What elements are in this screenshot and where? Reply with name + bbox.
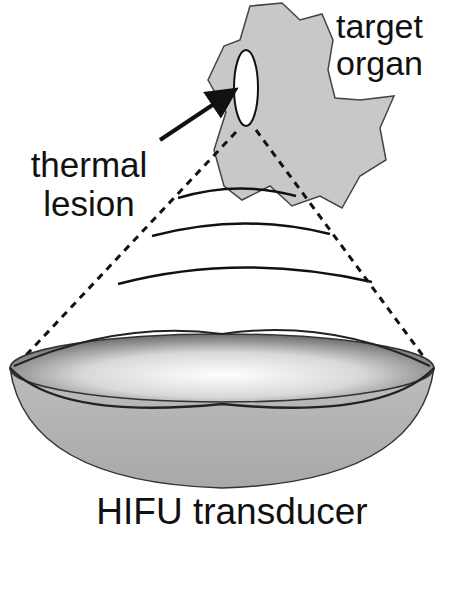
transducer-edge bbox=[14, 330, 430, 366]
leader-arrow bbox=[160, 92, 232, 140]
transducer-edge bbox=[10, 368, 434, 408]
transducer-label: HIFU transducer bbox=[82, 492, 382, 533]
organ-label: target organ bbox=[336, 8, 460, 83]
thermal-lesion bbox=[234, 50, 258, 126]
wavefront bbox=[152, 223, 330, 236]
wavefront bbox=[178, 188, 296, 198]
beam-edge bbox=[256, 130, 432, 368]
wavefront bbox=[118, 267, 372, 284]
lesion-label: thermal lesion bbox=[4, 146, 174, 223]
